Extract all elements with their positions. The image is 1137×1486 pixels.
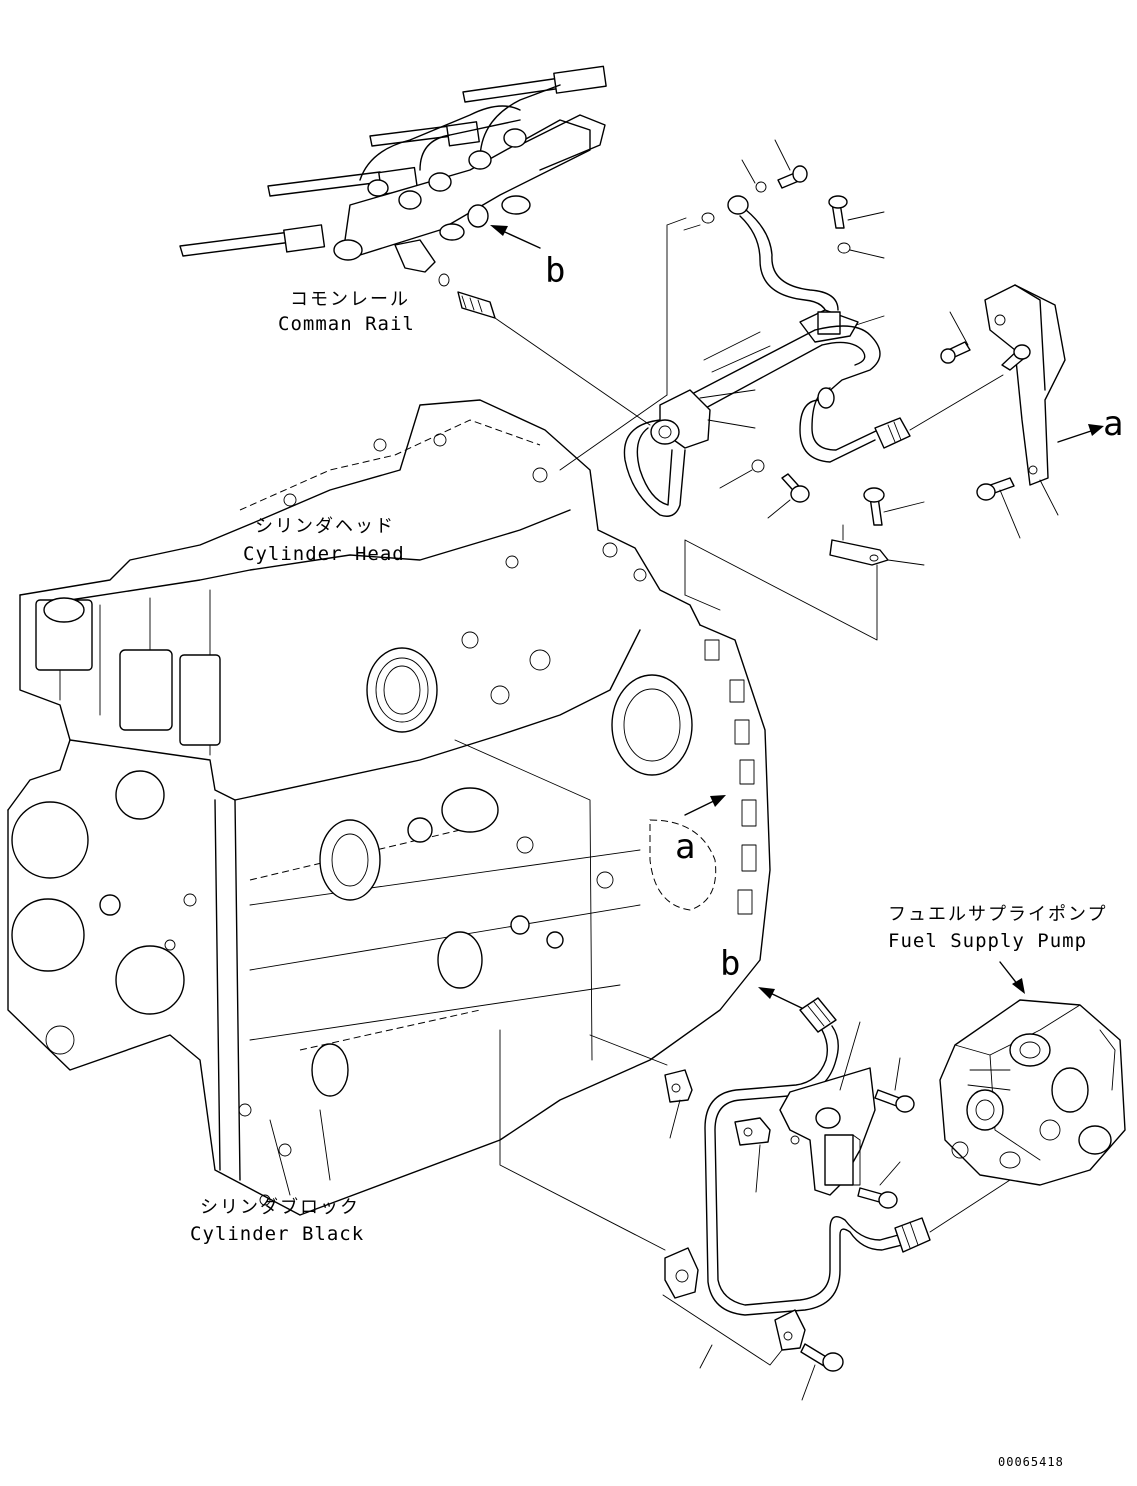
callout-b-upper-label: b bbox=[545, 251, 565, 291]
fuel-pump-en-label: Fuel Supply Pump bbox=[888, 930, 1087, 952]
pipe-assembly-lower bbox=[662, 987, 1011, 1401]
fuel-supply-pump-drawing bbox=[939, 961, 1126, 1186]
callout-b-upper: b bbox=[490, 225, 565, 291]
cylinder-head-jp-label: シリンダヘッド bbox=[255, 516, 395, 537]
bracket-right: a bbox=[940, 284, 1123, 539]
fuel-pump-jp-label: フュエルサプライポンプ bbox=[888, 904, 1107, 925]
pipe-assembly-upper bbox=[559, 139, 1004, 641]
cylinder-block-jp-label: シリンダブロック bbox=[200, 1196, 360, 1218]
drawing-code: 00065418 bbox=[998, 1455, 1064, 1469]
common-rail-drawing bbox=[179, 65, 651, 426]
cylinder-block-en-label: Cylinder Black bbox=[190, 1223, 364, 1245]
common-rail-en-label: Comman Rail bbox=[278, 313, 415, 335]
common-rail-jp-label: コモンレール bbox=[290, 289, 410, 310]
callout-a-lower-label: a bbox=[675, 827, 695, 867]
cylinder-head-en-label: Cylinder Head bbox=[243, 543, 405, 565]
callout-a-upper-label: a bbox=[1103, 404, 1123, 444]
cylinder-head-block-drawing bbox=[7, 399, 771, 1251]
callout-b-lower-label: b bbox=[720, 944, 740, 984]
